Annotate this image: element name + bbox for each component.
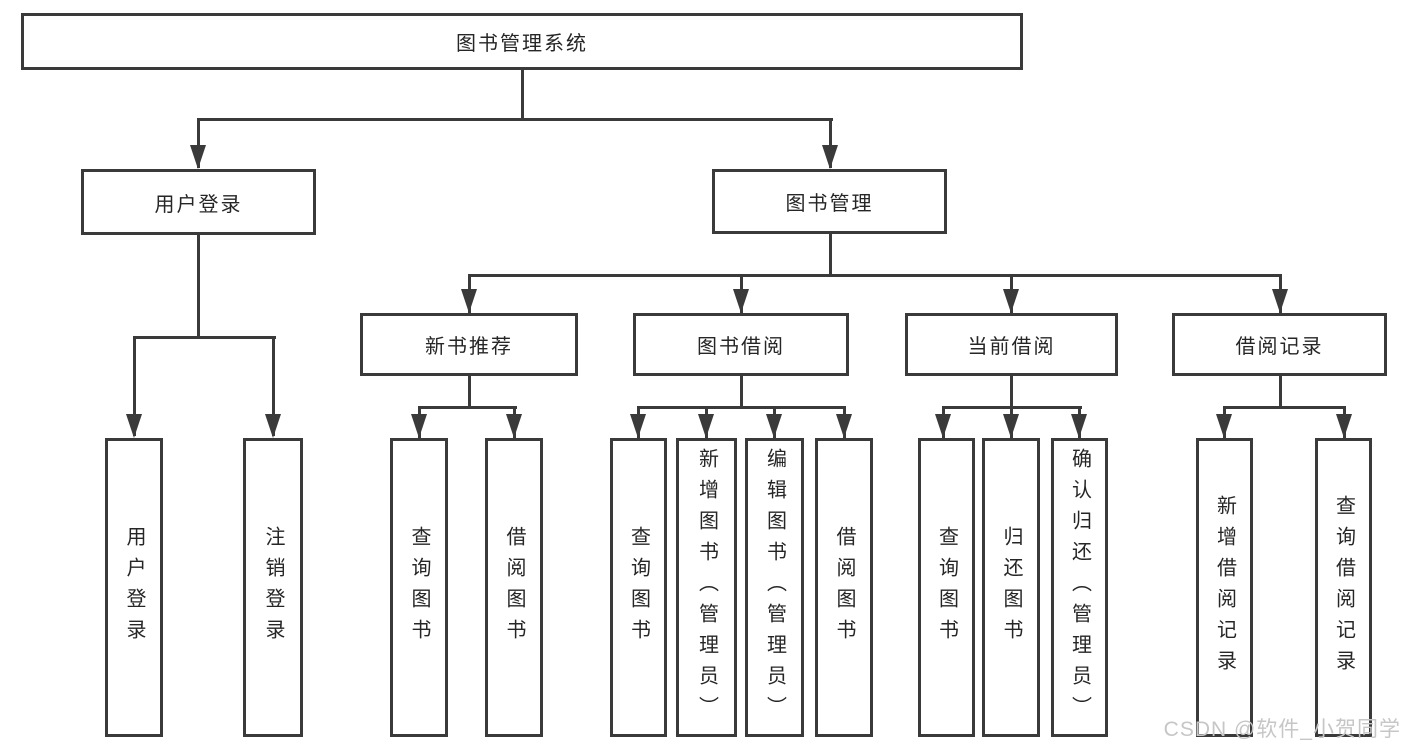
arrow-down-icon [265, 414, 281, 438]
arrow-down-icon [506, 414, 522, 438]
edge-line [272, 336, 275, 436]
node-label: 新增图书（管理员） [695, 448, 718, 727]
arrow-down-icon [836, 414, 852, 438]
node-label: 确认归还（管理员） [1068, 448, 1091, 727]
leaf-records-add-record: 新增借阅记录 [1196, 438, 1253, 737]
edge-line [197, 118, 200, 168]
leaf-current-query-books: 查询图书 [918, 438, 975, 737]
edge-line [468, 375, 471, 409]
edge-line [1010, 375, 1013, 409]
leaf-current-return-books: 归还图书 [982, 438, 1040, 737]
edge-line [468, 274, 1282, 277]
node-label: 当前借阅 [967, 336, 1056, 358]
node-label: 查询图书 [627, 525, 650, 650]
node-label: 借阅图书 [833, 525, 855, 650]
edge-line [740, 375, 743, 409]
node-current-borrowing: 当前借阅 [905, 313, 1118, 376]
node-label: 图书管理 [785, 193, 874, 215]
arrow-down-icon [1336, 414, 1352, 438]
leaf-borrowing-borrow-books: 借阅图书 [815, 438, 873, 737]
edge-line [637, 406, 846, 409]
node-label: 用户登录 [123, 525, 145, 650]
edge-line [133, 336, 276, 339]
edge-line [418, 406, 517, 409]
arrow-down-icon [698, 414, 714, 438]
arrow-down-icon [1216, 414, 1232, 438]
edge-line [1223, 406, 1346, 409]
arrow-down-icon [1003, 414, 1019, 438]
edge-line [197, 118, 833, 121]
node-label: 图书借阅 [697, 336, 785, 358]
edge-line [197, 235, 200, 339]
leaf-borrowing-edit-books: 编辑图书（管理员） [745, 438, 804, 737]
leaf-borrowing-add-books: 新增图书（管理员） [676, 438, 737, 737]
node-book-management: 图书管理 [712, 169, 947, 234]
node-borrowing-records: 借阅记录 [1172, 313, 1387, 376]
node-label: 借阅图书 [503, 525, 525, 650]
node-label: 新书推荐 [425, 336, 513, 358]
leaf-borrowing-query-books: 查询图书 [610, 438, 667, 737]
edge-line [1279, 375, 1282, 409]
node-label: 注销登录 [262, 525, 284, 650]
node-label: 编辑图书（管理员） [763, 448, 786, 727]
arrow-down-icon [1272, 289, 1288, 313]
arrow-down-icon [411, 414, 427, 438]
edge-line [133, 336, 136, 436]
watermark: CSDN @软件_小贺同学 [1163, 718, 1401, 741]
arrow-down-icon [190, 145, 206, 169]
arrow-down-icon [126, 414, 142, 438]
arrow-down-icon [766, 414, 782, 438]
arrow-down-icon [630, 414, 646, 438]
node-label: 归还图书 [1000, 525, 1022, 650]
node-label: 新增借阅记录 [1213, 494, 1236, 681]
node-label: 用户登录 [154, 193, 243, 216]
arrow-down-icon [1071, 414, 1087, 438]
node-user-login: 用户登录 [81, 169, 316, 235]
node-library-management-system: 图书管理系统 [21, 13, 1023, 70]
leaf-recommend-query-books: 查询图书 [390, 438, 448, 737]
leaf-logout: 注销登录 [243, 438, 303, 737]
leaf-records-query-record: 查询借阅记录 [1315, 438, 1372, 737]
arrow-down-icon [461, 289, 477, 313]
leaf-recommend-borrow-books: 借阅图书 [485, 438, 543, 737]
arrow-down-icon [733, 289, 749, 313]
node-label: 查询图书 [935, 525, 958, 650]
arrow-down-icon [822, 145, 838, 169]
node-label: 查询图书 [408, 525, 430, 650]
edge-line [829, 118, 832, 168]
node-label: 查询借阅记录 [1332, 494, 1355, 681]
node-label: 借阅记录 [1235, 336, 1324, 358]
leaf-current-confirm-return: 确认归还（管理员） [1051, 438, 1108, 737]
node-book-borrowing: 图书借阅 [633, 313, 849, 376]
leaf-user-login: 用户登录 [105, 438, 163, 737]
node-label: 图书管理系统 [456, 33, 588, 55]
arrow-down-icon [1003, 289, 1019, 313]
edge-line [521, 69, 524, 119]
node-new-book-recommend: 新书推荐 [360, 313, 578, 376]
arrow-down-icon [935, 414, 951, 438]
edge-line [829, 234, 832, 277]
